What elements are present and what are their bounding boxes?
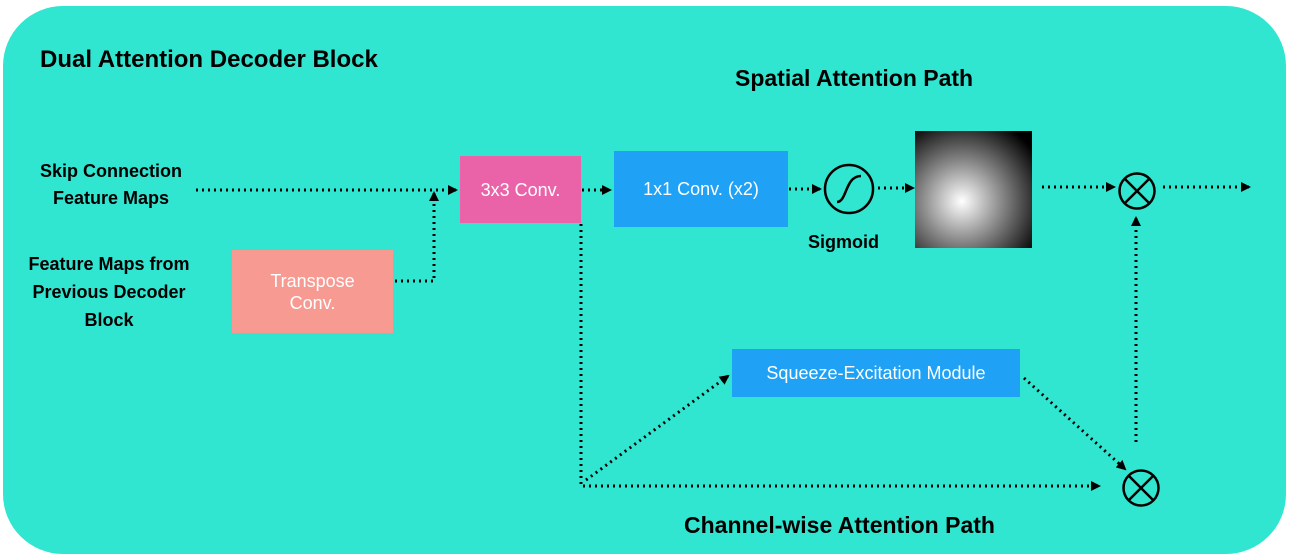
sigmoid-label: Sigmoid [808, 232, 879, 252]
diagram-title: Dual Attention Decoder Block [40, 46, 378, 73]
transpose-conv-block: Transpose Conv. [232, 250, 393, 333]
previous-decoder-label: Feature Maps from Previous Decoder Block [28, 254, 190, 330]
channel-attention-path-title: Channel-wise Attention Path [684, 512, 995, 538]
conv1x1-block: 1x1 Conv. (x2) [614, 151, 788, 227]
squeeze-excitation-block: Squeeze-Excitation Module [732, 349, 1020, 397]
sigmoid-icon [823, 163, 875, 215]
branch-to-squeeze-excitation-arrow [585, 374, 730, 482]
spatial-multiply-icon [1118, 172, 1156, 210]
attention-map-image [915, 131, 1032, 248]
conv3x3-block: 3x3 Conv. [460, 156, 581, 223]
transpose-to-merge-arrow [395, 191, 439, 283]
channel-multiply-icon [1122, 469, 1160, 507]
skip-connection-label: Skip Connection Feature Maps [39, 161, 182, 208]
dual-attention-decoder-panel [3, 6, 1286, 554]
spatial-attention-path-title: Spatial Attention Path [735, 65, 974, 91]
squeeze-excitation-to-multiply-arrow [1022, 376, 1127, 471]
